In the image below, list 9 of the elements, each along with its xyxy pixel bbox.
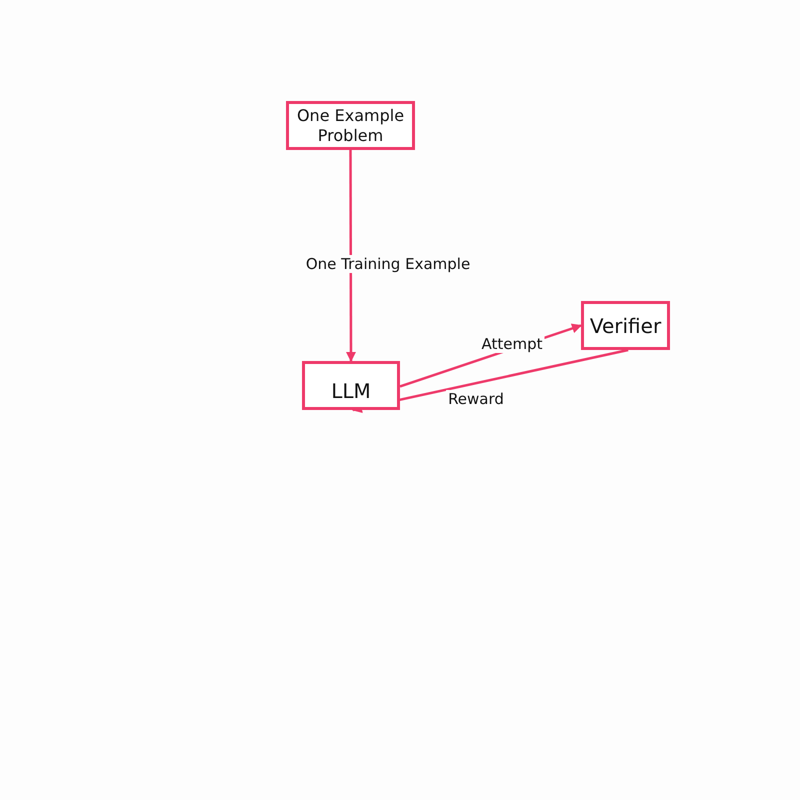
edge-label: Attempt <box>480 335 544 353</box>
node-label: One Example Problem <box>296 106 406 145</box>
node-label: Verifier <box>590 314 662 338</box>
node-label: LLM <box>331 378 371 402</box>
edge-label: One Training Example <box>304 255 472 273</box>
process-box <box>302 361 400 410</box>
arrow <box>346 150 356 362</box>
process-box <box>286 101 415 150</box>
process-box <box>581 301 670 350</box>
